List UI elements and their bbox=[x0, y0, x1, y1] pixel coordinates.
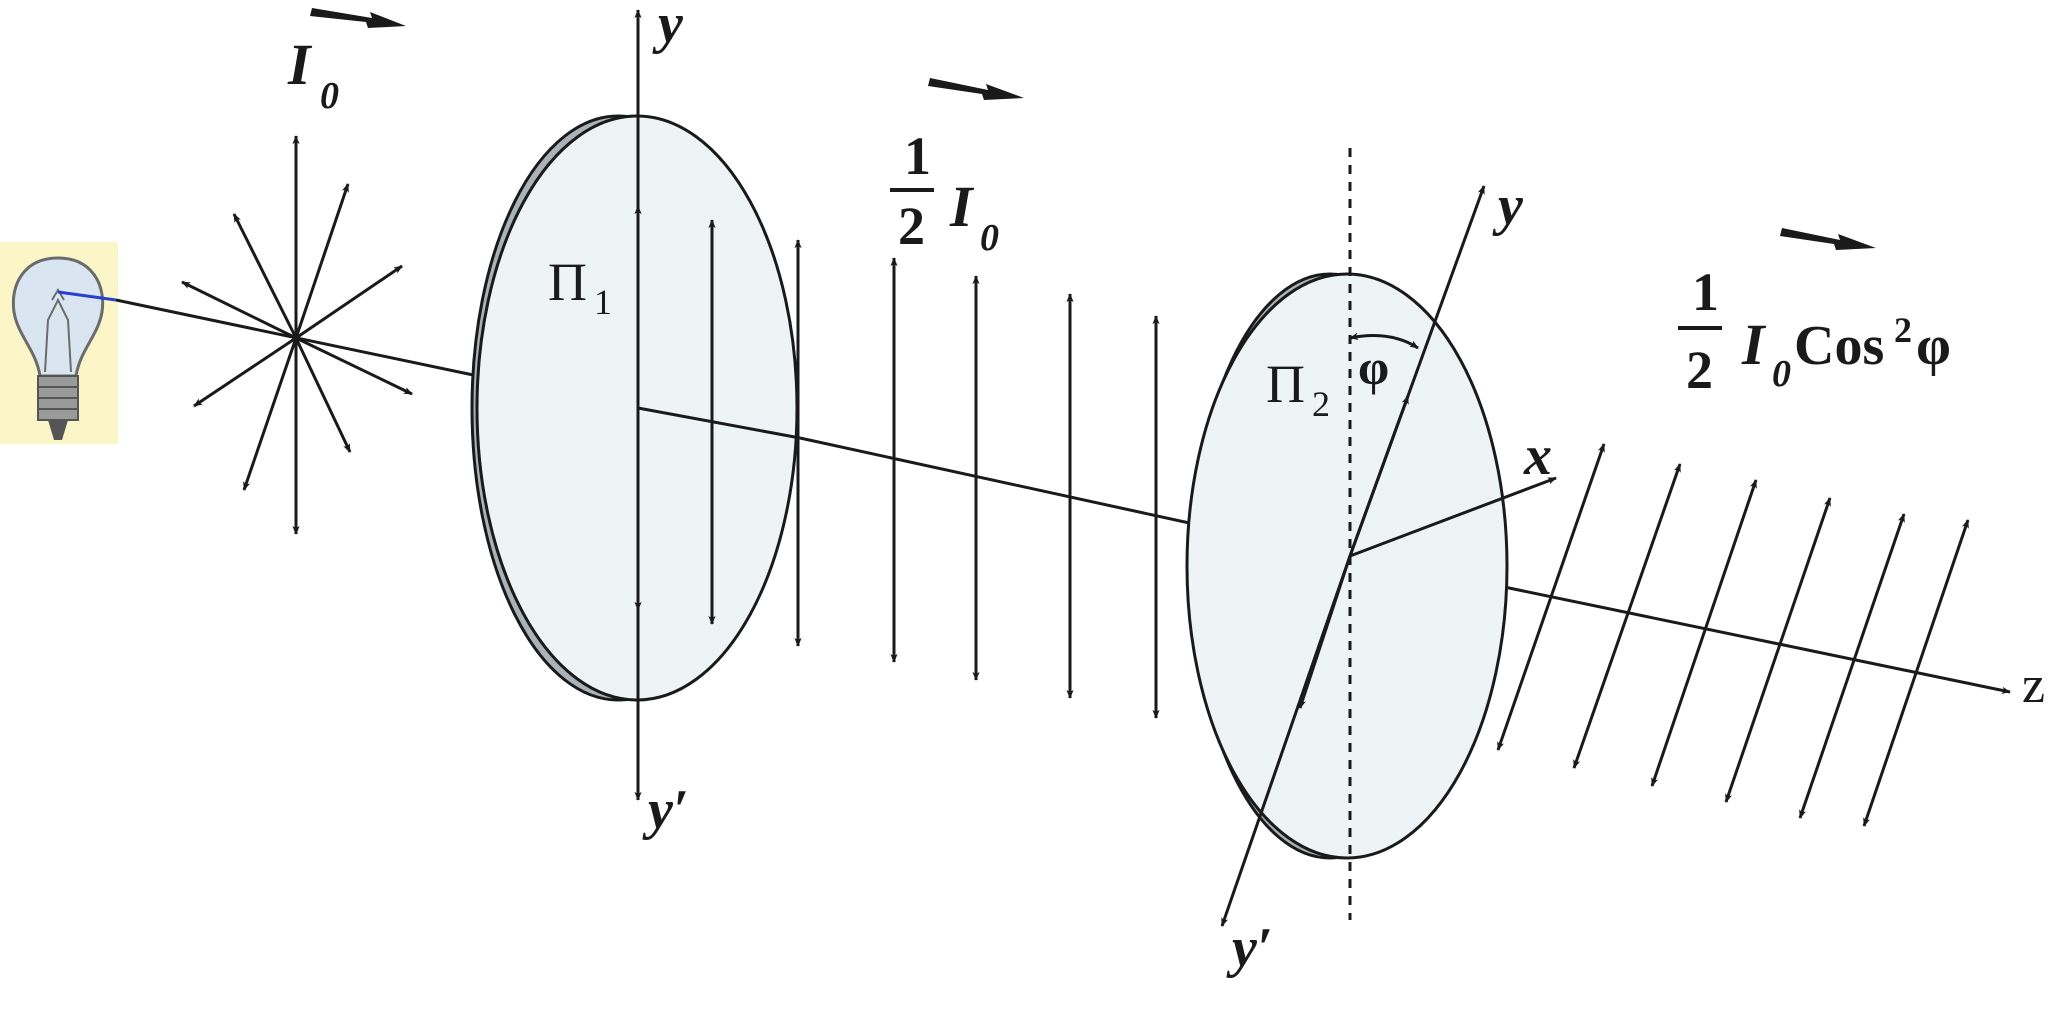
intensity-half-num: 1 bbox=[904, 126, 931, 186]
polarizer-2-axes bbox=[1220, 185, 1557, 927]
intensity-final-label: 1 2 I 0 Cos 2 φ bbox=[1678, 262, 1951, 400]
polarizer-1 bbox=[470, 114, 799, 702]
axis-1-y-label: y bbox=[652, 0, 684, 55]
intensity-initial-sub: 0 bbox=[320, 75, 339, 117]
polarizer-2-sub: 2 bbox=[1312, 384, 1330, 424]
polarized-light-arrows-2 bbox=[1496, 443, 1970, 827]
optical-axis bbox=[115, 298, 2011, 694]
polarizer-1-arrows bbox=[634, 205, 716, 625]
polarized-light-arrows-1 bbox=[794, 239, 1160, 719]
intensity-half-den: 2 bbox=[898, 196, 925, 256]
intensity-final-I: I bbox=[1741, 312, 1767, 377]
intensity-initial-I: I bbox=[287, 32, 313, 97]
intensity-half-I: I bbox=[949, 174, 975, 239]
polarizer-1-sub: 1 bbox=[594, 282, 612, 322]
angle-arc bbox=[1349, 332, 1419, 350]
intensity-final-phi: φ bbox=[1916, 315, 1951, 377]
axis-2-x-label: x bbox=[1523, 425, 1552, 487]
axis-2-y-label: y bbox=[1492, 175, 1524, 237]
intensity-final-num: 1 bbox=[1692, 262, 1719, 322]
propagation-arrows bbox=[310, 8, 1876, 250]
intensity-final-sub: 0 bbox=[1772, 353, 1791, 395]
light-bulb-icon bbox=[0, 242, 118, 444]
intensity-initial-label: I 0 bbox=[287, 32, 339, 117]
intensity-final-sup: 2 bbox=[1894, 310, 1912, 350]
intensity-half-sub: 0 bbox=[980, 217, 999, 259]
axis-2-yprime-label: y′ bbox=[1226, 917, 1273, 979]
angle-phi-label: φ bbox=[1358, 339, 1389, 395]
axis-z-label: z bbox=[2022, 657, 2045, 714]
intensity-final-den: 2 bbox=[1686, 340, 1713, 400]
polarizer-2-label: Π 2 bbox=[1266, 354, 1330, 424]
intensity-half-label: 1 2 I 0 bbox=[890, 126, 999, 259]
polarizer-2-letter: Π bbox=[1266, 354, 1305, 414]
axis-1-yprime-label: y′ bbox=[642, 779, 689, 841]
polarizer-1-letter: Π bbox=[548, 252, 587, 312]
polarizer-1-label: Π 1 bbox=[548, 252, 612, 322]
intensity-final-cos: Cos bbox=[1794, 315, 1884, 377]
unpolarized-light-star bbox=[181, 135, 413, 535]
